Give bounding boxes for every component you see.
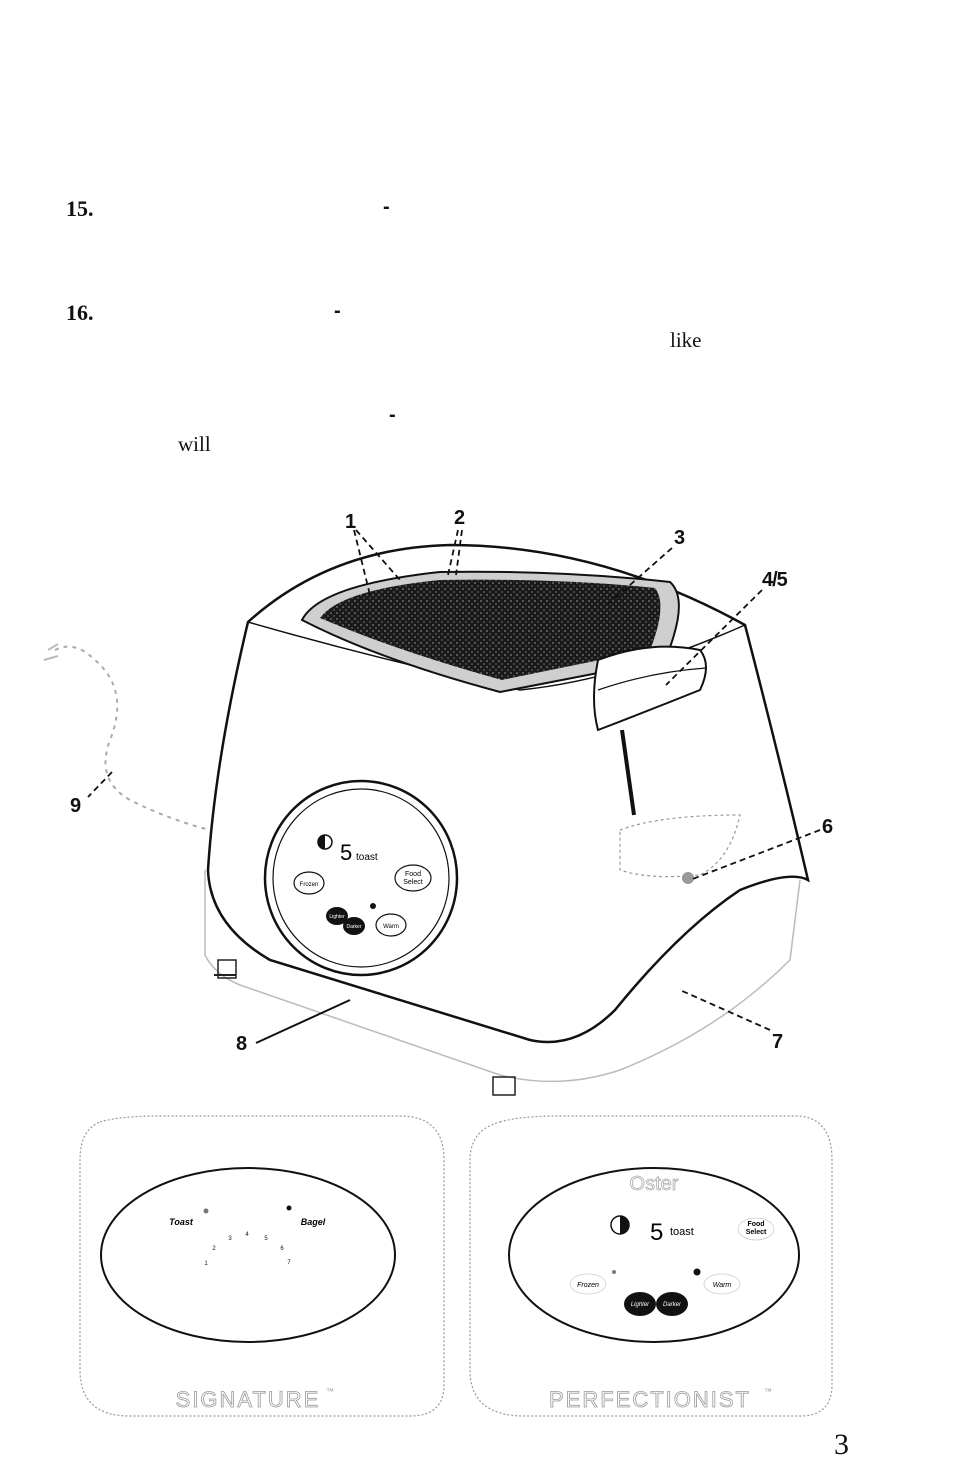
main-select-label: Select — [403, 879, 423, 886]
signature-model-mark: ™ — [326, 1387, 334, 1396]
perfectionist-food-select-button[interactable] — [737, 1217, 775, 1241]
main-lighter-button[interactable] — [326, 907, 348, 925]
perfectionist-brand-logo: Oster — [630, 1173, 679, 1195]
base-foot-left — [217, 959, 237, 979]
perfectionist-display-digit: 5 — [650, 1219, 663, 1246]
page-number: 3 — [834, 1428, 849, 1461]
perfectionist-frozen-button[interactable] — [569, 1273, 607, 1295]
shade-2: 2 — [212, 1246, 216, 1252]
perfectionist-model-mark: ™ — [764, 1387, 772, 1396]
crumb-tray — [619, 814, 741, 878]
shade-5: 5 — [264, 1236, 268, 1242]
cord-storage-icon — [682, 872, 694, 884]
lever-slot — [620, 729, 636, 816]
perfectionist-display-word: toast — [670, 1226, 694, 1238]
main-display-digit: 5 — [340, 840, 352, 865]
perfectionist-control-oval — [508, 1167, 800, 1343]
callout-4-5: 4/5 — [762, 569, 788, 591]
signature-bagel-label: Bagel — [301, 1217, 326, 1227]
main-food-label: Food — [405, 871, 421, 878]
shade-6: 6 — [280, 1246, 284, 1252]
carriage-lever — [593, 645, 707, 732]
callout-8: 8 — [236, 1033, 247, 1055]
item-16-number: 16. — [66, 300, 94, 325]
perfectionist-lighter-button[interactable] — [624, 1292, 656, 1316]
perfectionist-warm-button[interactable] — [703, 1273, 741, 1295]
perfectionist-food-label: Food — [747, 1221, 764, 1228]
callout-2: 2 — [454, 507, 465, 529]
perfectionist-lighter-label: Lighter — [631, 1302, 650, 1308]
signature-model-name: SIGNATURE — [176, 1387, 321, 1412]
plug-icon — [43, 643, 59, 661]
item-16-fragment: like — [670, 328, 702, 352]
toaster-base — [204, 870, 801, 1083]
signature-control-oval — [100, 1167, 396, 1343]
perfectionist-darker-label: Darker — [663, 1302, 682, 1308]
main-frozen-label: Frozen — [300, 882, 319, 888]
main-warm-label: Warm — [383, 924, 399, 930]
item-15-dash: - — [383, 196, 390, 218]
perfectionist-model-name: PERFECTIONIST — [549, 1387, 751, 1412]
callout-9: 9 — [70, 795, 81, 817]
main-warm-button[interactable] — [375, 913, 407, 937]
callout-1: 1 — [345, 511, 356, 533]
main-display-word: toast — [356, 852, 378, 863]
main-food-select-button[interactable] — [394, 864, 432, 892]
item-15-number: 15. — [66, 196, 94, 221]
item-16-dash: - — [334, 300, 341, 322]
base-foot-front — [492, 1076, 516, 1096]
main-darker-label: Darker — [346, 924, 361, 930]
main-frozen-button[interactable] — [293, 871, 325, 895]
shade-7: 7 — [287, 1260, 291, 1266]
bread-slots — [320, 579, 661, 680]
main-control-panel — [263, 779, 459, 977]
shade-4: 4 — [245, 1232, 249, 1238]
callout-3: 3 — [674, 527, 685, 549]
perfectionist-warm-indicator — [693, 1268, 701, 1276]
perfectionist-warm-label: Warm — [713, 1282, 732, 1289]
main-darker-button[interactable] — [343, 917, 365, 935]
signature-bagel-indicator — [286, 1205, 292, 1211]
extra-fragment: will — [178, 432, 211, 456]
perfectionist-select-label: Select — [746, 1229, 767, 1236]
leader-8 — [255, 999, 351, 1044]
callout-6: 6 — [822, 816, 833, 838]
main-lighter-label: Lighter — [329, 914, 345, 920]
perfectionist-frozen-label: Frozen — [577, 1282, 599, 1289]
signature-toast-indicator — [203, 1208, 209, 1214]
shade-1: 1 — [204, 1261, 208, 1267]
signature-toast-label: Toast — [169, 1217, 194, 1227]
extra-dash: - — [389, 404, 396, 426]
perfectionist-darker-button[interactable] — [656, 1292, 688, 1316]
callout-7: 7 — [772, 1031, 783, 1053]
shade-3: 3 — [228, 1236, 232, 1242]
